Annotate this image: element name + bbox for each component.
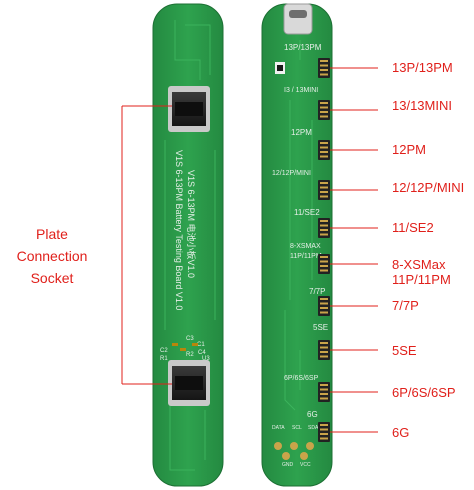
callout-label: 6P/6S/6SP	[392, 385, 456, 400]
callout-label: 12PM	[392, 142, 426, 157]
bottom-connection-socket	[168, 360, 210, 406]
callout-label: 11/SE2	[392, 220, 434, 235]
left-silk-line1: V1S 6-13PM 电池小板V1.0	[186, 170, 197, 278]
left-callout-line1: Plate Connection	[16, 226, 88, 264]
left-callout-line2: Socket	[30, 270, 74, 286]
callout-lines	[330, 67, 378, 433]
callout-label-line: 11P/11PM	[392, 272, 451, 287]
comp-label-r1: R1	[160, 356, 168, 362]
comp-label-c1: C1	[197, 342, 205, 348]
battery-connector	[318, 58, 330, 78]
callout-label: 5SE	[392, 343, 417, 358]
comp-label-c3: C3	[186, 336, 194, 342]
comp-label-u3: U3	[202, 356, 210, 362]
right-board: 13P/13PM I3 / 13MINI 12PM 12/12P/MINI 11…	[261, 3, 333, 487]
battery-connector	[318, 140, 330, 160]
board-silk-6g: 6G	[307, 410, 318, 419]
callout-label: 13P/13PM	[392, 60, 453, 75]
battery-connector	[318, 296, 330, 316]
battery-connector	[318, 422, 330, 442]
callout-label-line: 12/12P/MINI	[392, 180, 465, 195]
board-silk-11p11pm: 11P/11PM	[290, 253, 322, 260]
battery-connector	[318, 218, 330, 238]
board-silk-12pm: 12PM	[291, 128, 312, 137]
plate-connection-socket-label: Plate Connection Socket	[2, 223, 102, 289]
pin-label-gnd: GND	[282, 462, 294, 468]
callout-label-line: 13P/13PM	[392, 60, 453, 75]
comp-label-c4: C4	[198, 350, 206, 356]
board-silk-13p13pm: 13P/13PM	[284, 43, 322, 52]
left-silk-line2: V1S 6-13PM Battery Testing Board V1.0	[174, 150, 184, 310]
board-silk-6p6s6sp: 6P/6S/6SP	[284, 375, 319, 382]
battery-connector-group	[318, 58, 330, 442]
battery-connector	[318, 254, 330, 274]
callout-label-line: 13/13MINI	[392, 98, 452, 113]
callout-label-line: 6P/6S/6SP	[392, 385, 456, 400]
left-bracket	[121, 105, 172, 385]
callout-label-line: 7/7P	[392, 298, 419, 313]
left-board: V1S 6-13PM 电池小板V1.0 V1S 6-13PM Battery T…	[152, 3, 224, 487]
usb-c-port	[283, 3, 313, 35]
comp-label-r2: R2	[186, 352, 194, 358]
battery-connector	[318, 180, 330, 200]
board-silk-1313mini: I3 / 13MINI	[284, 87, 318, 94]
comp-label-c2: C2	[160, 348, 168, 354]
board-silk-5se: 5SE	[313, 323, 328, 332]
test-pads	[274, 442, 314, 460]
pin-label-data: DATA	[272, 425, 285, 431]
board-silk-77p: 7/7P	[309, 287, 325, 296]
pin-label-vcc: VCC	[300, 462, 311, 468]
callout-label-line: 5SE	[392, 343, 417, 358]
board-silk-1212pmini: 12/12P/MINI	[272, 170, 311, 177]
callout-label-line: 8-XSMax	[392, 257, 446, 272]
board-silk-8xsmax: 8-XSMAX	[290, 243, 321, 250]
callout-label: 12/12P/MINI	[392, 180, 464, 195]
board-silk-11se2: 11/SE2	[294, 208, 320, 217]
top-connection-socket	[168, 86, 210, 132]
battery-connector	[318, 100, 330, 120]
callout-label: 13/13MINI	[392, 98, 452, 113]
callout-label-line: 12PM	[392, 142, 426, 157]
callout-label: 6G	[392, 425, 409, 440]
pin-label-scl: SCL	[292, 425, 302, 431]
battery-connector	[318, 382, 330, 402]
callout-label: 7/7P	[392, 298, 419, 313]
battery-connector	[318, 340, 330, 360]
callout-label-line: 11/SE2	[392, 220, 434, 235]
pin-label-sda: SDA	[308, 425, 319, 431]
callout-label-line: 6G	[392, 425, 410, 440]
